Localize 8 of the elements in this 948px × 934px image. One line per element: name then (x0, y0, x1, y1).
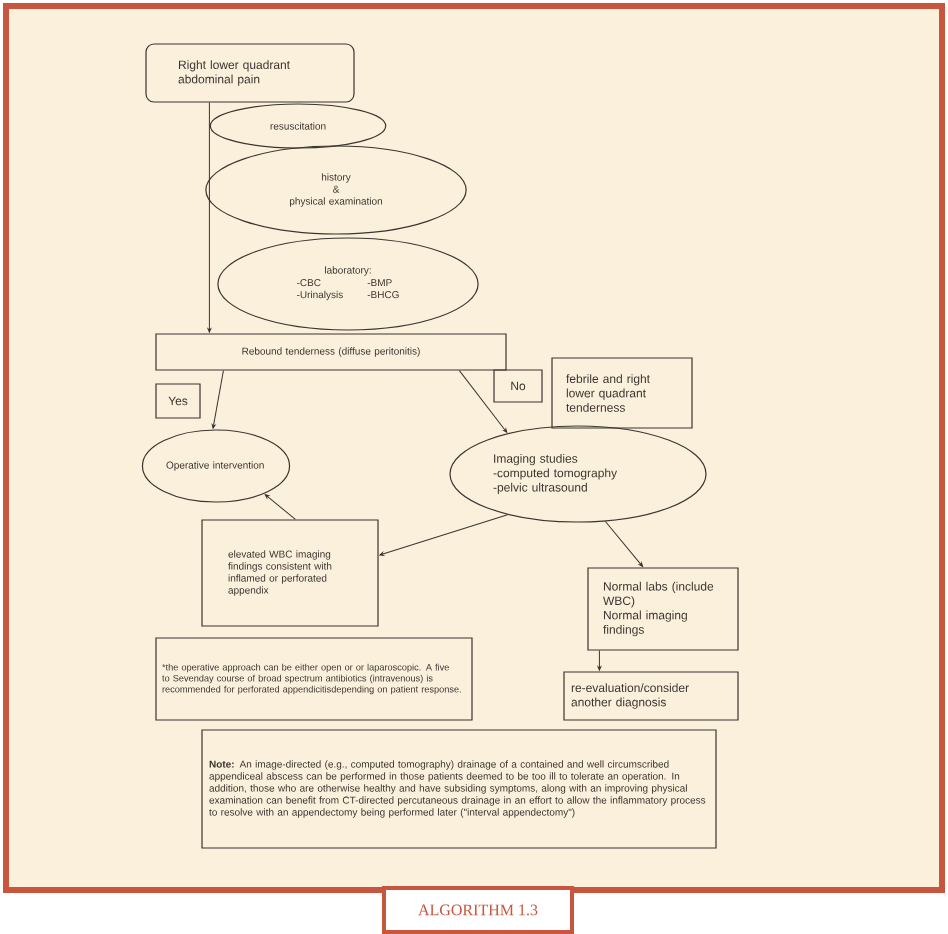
arrow (597, 650, 602, 671)
arrow (379, 514, 509, 556)
arrow (211, 370, 224, 429)
title-box: ALGORITHM 1.3 (382, 886, 574, 934)
arrow (207, 102, 212, 333)
arrow (604, 521, 644, 567)
arrow (458, 370, 508, 433)
arrow (264, 494, 296, 520)
